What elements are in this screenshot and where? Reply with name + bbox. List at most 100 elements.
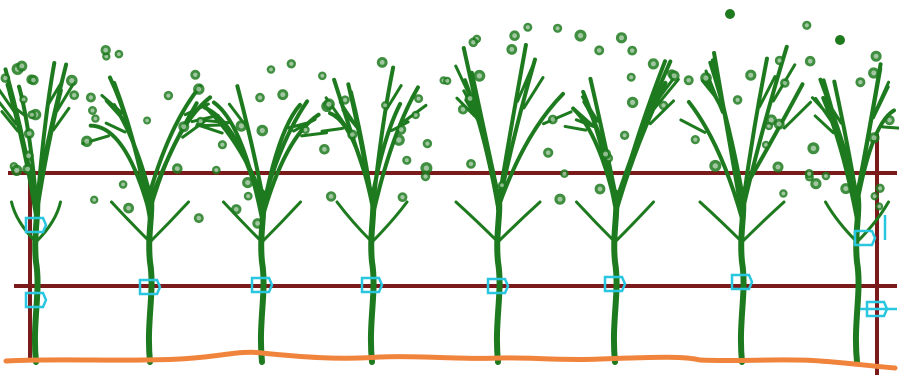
leaf-highlight <box>197 216 202 221</box>
leaf-highlight <box>193 73 197 77</box>
leaf-highlight <box>858 80 862 84</box>
leaf-highlight <box>672 73 677 78</box>
leaf-highlight <box>807 172 811 176</box>
leaf-highlight <box>245 180 250 185</box>
leaf-highlight <box>30 113 34 117</box>
leaf-highlight <box>877 205 881 209</box>
leaf-highlight <box>103 48 108 53</box>
leaf-highlight <box>811 146 816 151</box>
leaf-highlight <box>469 162 473 166</box>
leaf-cluster <box>725 9 735 19</box>
leaf-highlight <box>145 119 149 123</box>
leaf-highlight <box>175 166 180 171</box>
leaf-highlight <box>748 73 753 78</box>
leaf-highlight <box>598 187 603 192</box>
leaf-highlight <box>289 62 293 66</box>
leaf-highlight <box>89 95 93 99</box>
leaf-highlight <box>246 194 250 198</box>
leaf-highlight <box>214 168 218 172</box>
leaf-highlight <box>269 68 273 72</box>
leaf-highlight <box>736 98 740 102</box>
leaf-highlight <box>239 123 244 128</box>
leaf-highlight <box>767 124 771 128</box>
leaf-highlight <box>783 81 787 85</box>
leaf-highlight <box>326 102 331 107</box>
leaf-highlight <box>509 47 514 52</box>
leaf-highlight <box>693 138 697 142</box>
leaf-highlight <box>31 78 36 83</box>
leaf-highlight <box>380 60 385 65</box>
leaf-highlight <box>873 194 877 198</box>
leaf-highlight <box>260 128 265 133</box>
leaf-highlight <box>703 75 708 80</box>
leaf-highlight <box>686 78 691 83</box>
leaf-highlight <box>808 59 813 64</box>
vine-trunk <box>497 192 500 362</box>
leaf-highlight <box>477 73 482 78</box>
leaf-highlight <box>776 165 781 170</box>
leaf-highlight <box>399 127 404 132</box>
leaf-highlight <box>383 103 387 107</box>
leaf-highlight <box>526 25 530 29</box>
leaf-cluster <box>835 35 845 45</box>
leaf-highlight <box>562 172 566 176</box>
leaf-highlight <box>400 195 404 199</box>
leaf-highlight <box>769 118 774 123</box>
leaf-highlight <box>199 119 203 123</box>
leaf-highlight <box>304 128 308 132</box>
leaf-highlight <box>121 183 125 187</box>
leaf-highlight <box>777 58 781 62</box>
leaf-highlight <box>874 54 879 59</box>
leaf-highlight <box>181 124 186 129</box>
leaf-highlight <box>471 40 475 44</box>
leaf-highlight <box>764 143 768 147</box>
leaf-highlight <box>630 48 634 52</box>
leaf-highlight <box>777 122 782 127</box>
leaf-highlight <box>84 139 89 144</box>
leaf-highlight <box>578 33 583 38</box>
leaf-highlight <box>280 92 285 97</box>
leaf-highlight <box>629 75 633 79</box>
leaf-highlight <box>468 96 473 101</box>
vine-shoot <box>883 127 899 129</box>
leaf-highlight <box>343 98 347 102</box>
leaf-highlight <box>512 33 517 38</box>
leaf-highlight <box>887 118 892 123</box>
leaf-highlight <box>500 183 504 187</box>
leaf-highlight <box>22 98 26 102</box>
leaf-highlight <box>255 221 260 226</box>
leaf-highlight <box>551 117 555 121</box>
leaf-highlight <box>19 64 24 69</box>
leaf-highlight <box>872 135 877 140</box>
leaf-highlight <box>630 100 635 105</box>
leaf-highlight <box>558 197 563 202</box>
leaf-highlight <box>824 174 828 178</box>
leaf-highlight <box>14 168 19 173</box>
leaf-highlight <box>805 23 809 27</box>
leaf-highlight <box>661 103 665 107</box>
leaf-highlight <box>782 192 786 196</box>
leaf-highlight <box>871 71 876 76</box>
leaf-highlight <box>320 74 324 78</box>
leaf-highlight <box>26 153 31 158</box>
leaf-highlight <box>425 142 429 146</box>
leaf-highlight <box>546 150 551 155</box>
leaf-highlight <box>220 143 224 147</box>
leaf-highlight <box>623 133 627 137</box>
leaf-highlight <box>843 186 848 191</box>
leaf-highlight <box>619 35 624 40</box>
leaf-highlight <box>396 137 401 142</box>
leaf-highlight <box>461 107 466 112</box>
leaf-highlight <box>350 132 355 137</box>
leaf-highlight <box>92 198 96 202</box>
leaf-highlight <box>445 79 449 83</box>
leaf-highlight <box>27 131 32 136</box>
leaf-highlight <box>878 186 882 190</box>
leaf-highlight <box>423 174 427 178</box>
leaf-highlight <box>3 76 7 80</box>
leaf-highlight <box>117 52 121 56</box>
leaf-highlight <box>94 117 98 121</box>
leaf-highlight <box>651 61 656 66</box>
leaf-highlight <box>69 78 74 83</box>
leaf-highlight <box>91 109 95 113</box>
